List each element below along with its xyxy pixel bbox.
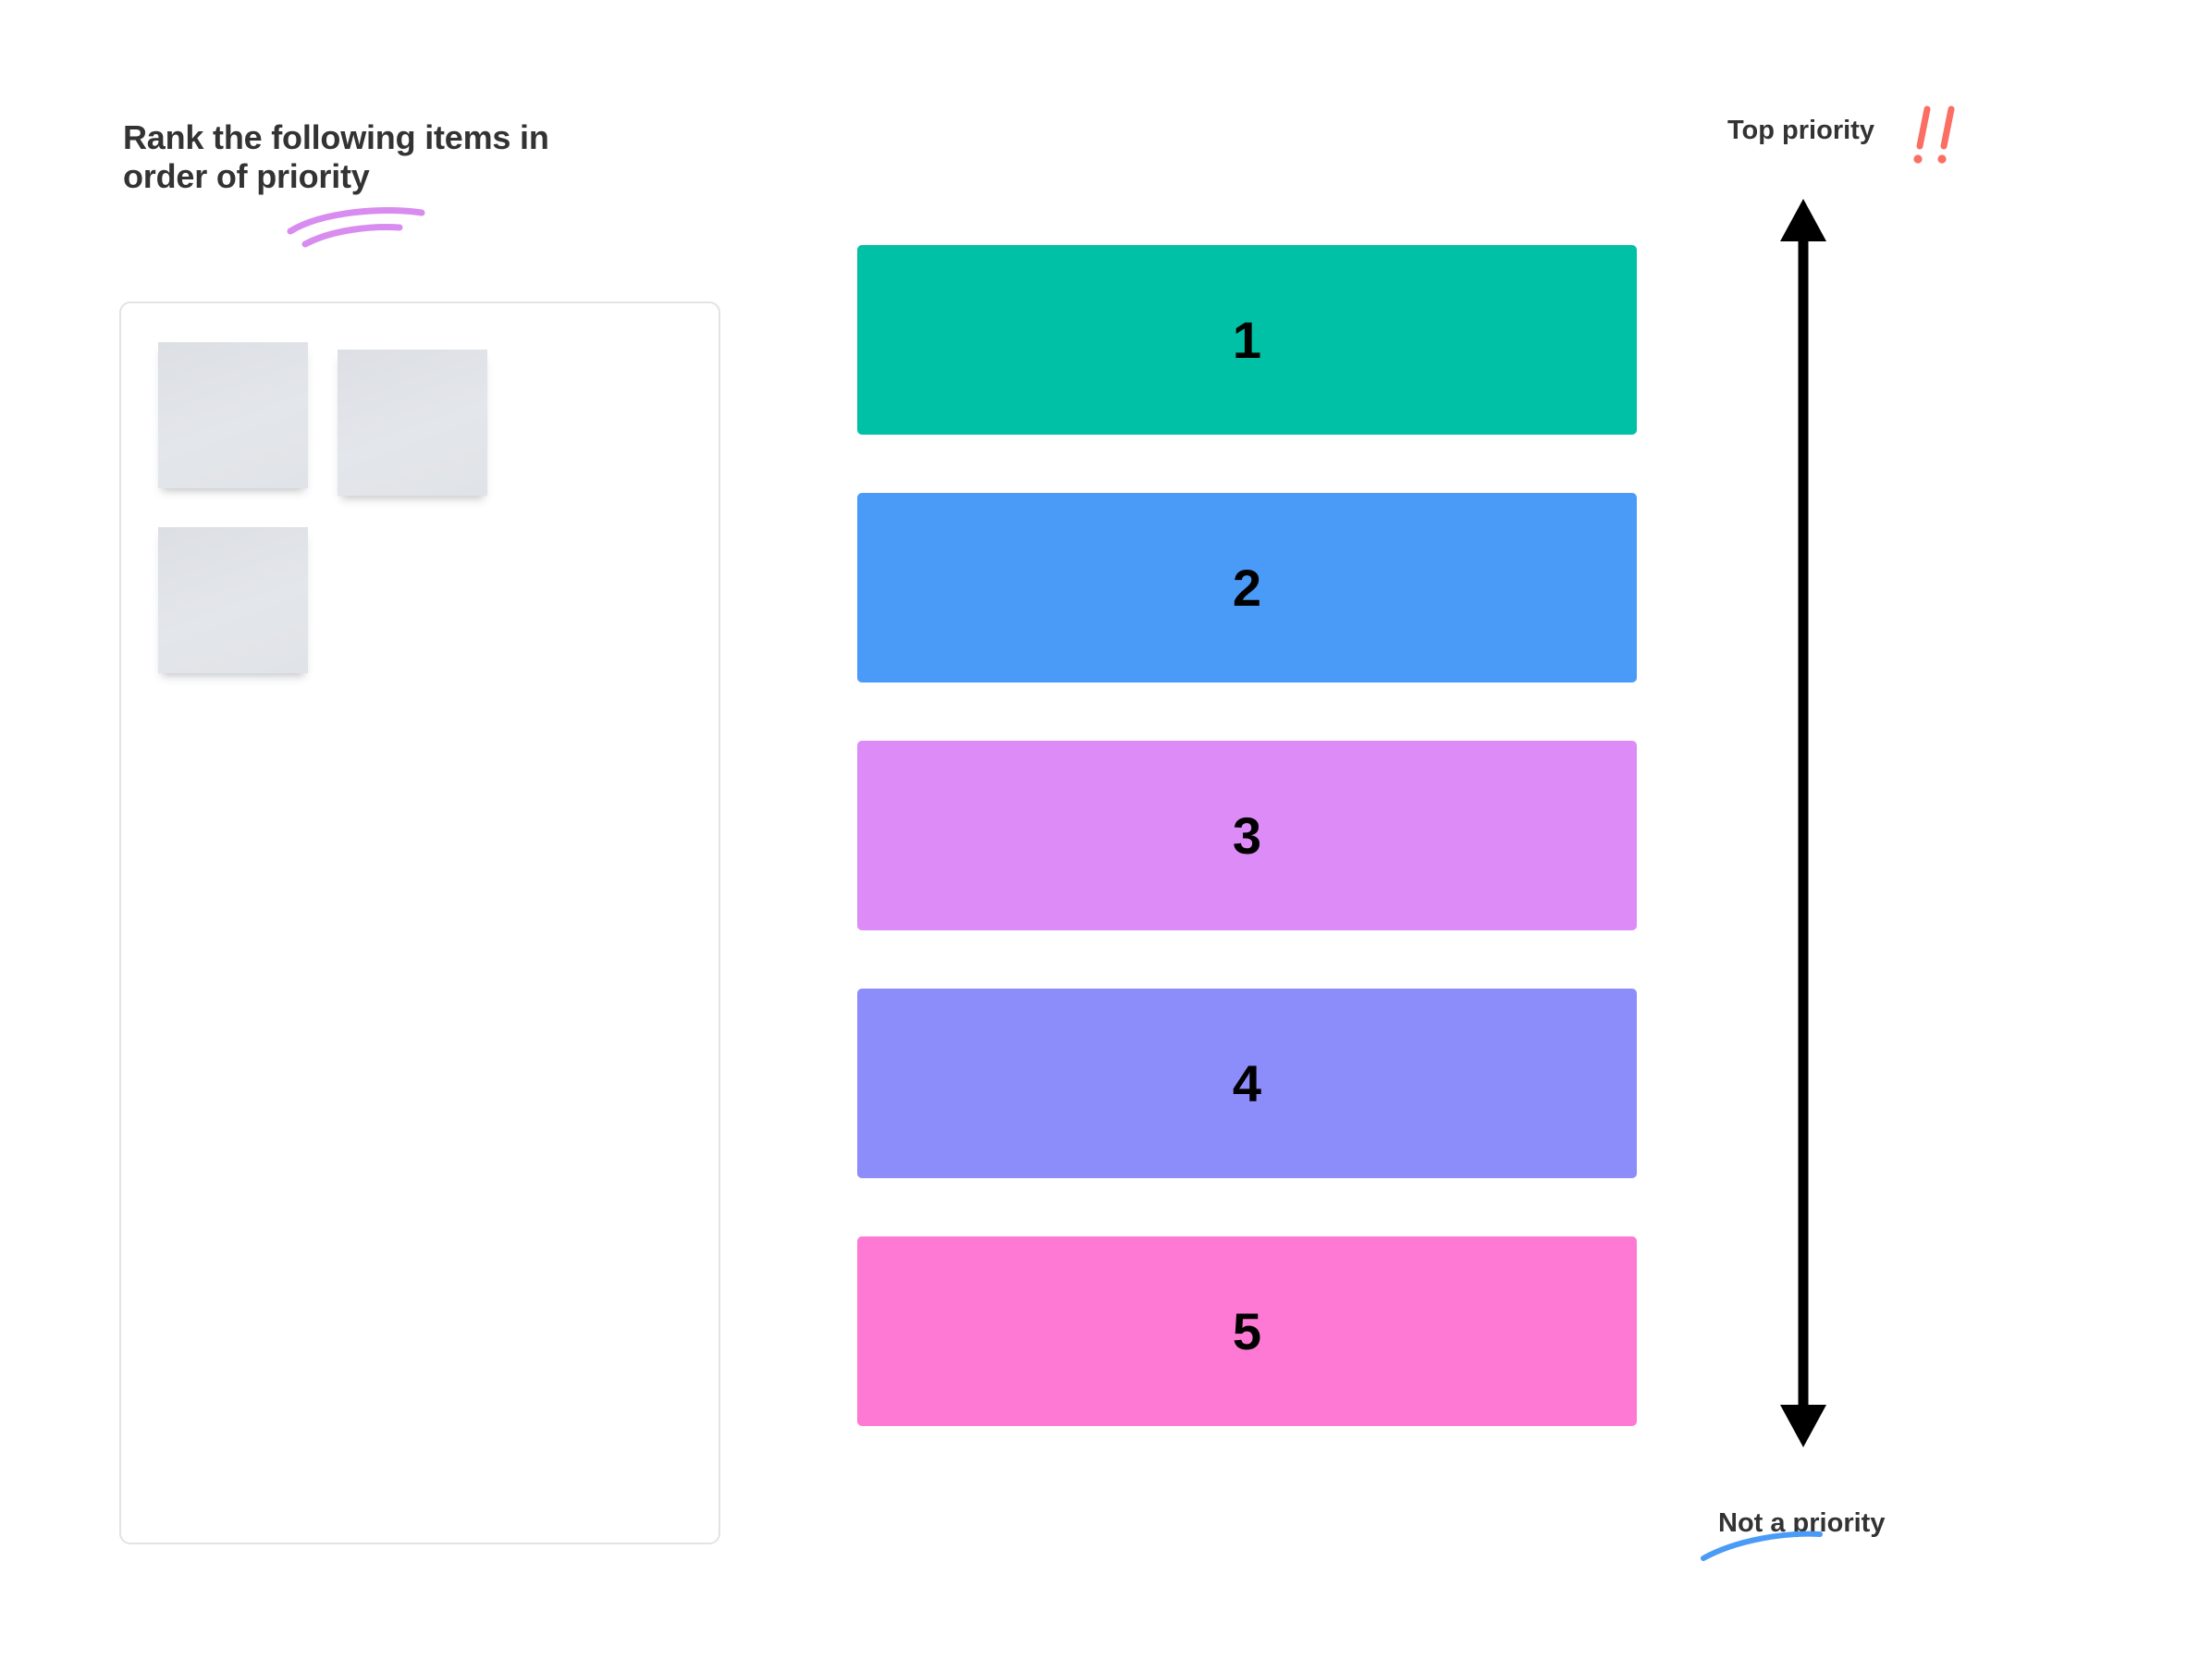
sticky-note[interactable] (158, 527, 308, 673)
ranking-bars: 1 2 3 4 5 (857, 245, 1637, 1426)
rank-number: 1 (1232, 310, 1262, 369)
rank-number: 3 (1232, 805, 1262, 865)
page-title: Rank the following items in order of pri… (123, 118, 549, 196)
rank-bar-2[interactable]: 2 (857, 493, 1637, 682)
top-priority-label: Top priority (1727, 116, 1874, 145)
prompt-title-block: Rank the following items in order of pri… (123, 118, 678, 248)
rank-number: 5 (1232, 1301, 1262, 1360)
rank-bar-4[interactable]: 4 (857, 989, 1637, 1178)
rank-bar-5[interactable]: 5 (857, 1236, 1637, 1426)
rank-number: 2 (1232, 558, 1262, 617)
sticky-note-tray[interactable] (119, 301, 720, 1544)
double-headed-vertical-arrow-icon (1780, 199, 1826, 1447)
rank-bar-3[interactable]: 3 (857, 741, 1637, 930)
rank-number: 4 (1232, 1053, 1262, 1113)
purple-double-arc-underline-icon (287, 207, 425, 248)
sticky-note[interactable] (158, 342, 308, 488)
double-exclamation-icon (1913, 105, 1955, 164)
not-a-priority-label: Not a priority (1718, 1508, 1886, 1538)
rank-bar-1[interactable]: 1 (857, 245, 1637, 435)
sticky-note[interactable] (338, 350, 487, 496)
